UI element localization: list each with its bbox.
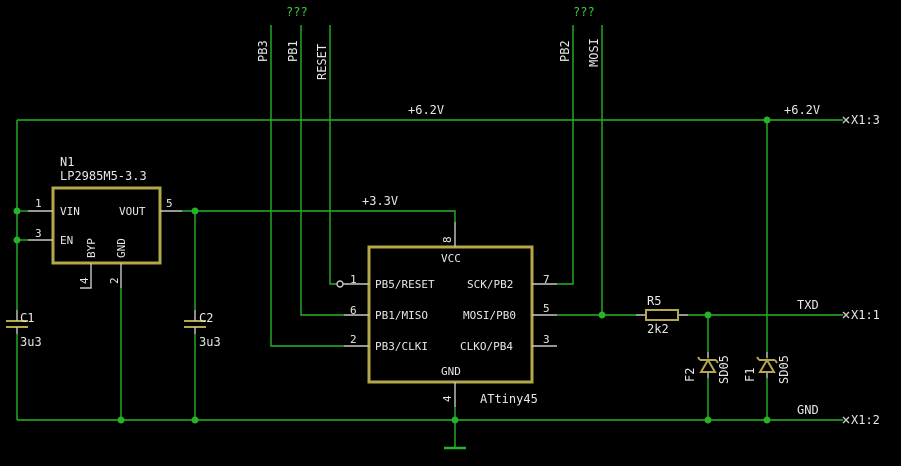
- capacitor-value: 3u3: [20, 335, 42, 349]
- connector-x1-1: X1:1: [842, 308, 880, 322]
- wire-pb1: [300, 25, 344, 316]
- capacitor-value: 3u3: [199, 335, 221, 349]
- junction: [13, 236, 21, 244]
- unknown-mark: ???: [286, 5, 308, 19]
- tvs-diode-symbol: [697, 356, 719, 373]
- pin-name-pb1-miso: PB1/MISO: [375, 309, 428, 322]
- signal-label-pb1: PB1: [286, 40, 300, 62]
- pin-name-clko-pb4: CLKO/PB4: [460, 340, 513, 353]
- pin-name-vcc: VCC: [441, 252, 461, 265]
- signal-label-pb3: PB3: [256, 40, 270, 62]
- net-label-6v2: +6.2V: [408, 103, 444, 117]
- regulator-body: [51, 186, 162, 265]
- resistor-value: 2k2: [647, 322, 669, 336]
- connector-x-mark: [842, 416, 850, 424]
- pin-number-en: 3: [35, 227, 42, 240]
- pin-name-vin: VIN: [60, 205, 80, 218]
- diode-ref: F1: [743, 368, 757, 382]
- resistor-r5: R5 2k2: [636, 294, 688, 336]
- pin-number-gnd: 4: [441, 395, 454, 402]
- capacitor-ref: C2: [199, 311, 213, 325]
- net-label-6v2-right: +6.2V: [784, 103, 820, 117]
- regulator-pins: [28, 210, 182, 289]
- capacitor-c1: C1 3u3: [6, 310, 42, 349]
- junction: [598, 311, 606, 319]
- diode-f1: F1 SD05: [743, 352, 791, 384]
- net-label-gnd: GND: [797, 403, 819, 417]
- pin-number-pb0: 5: [543, 302, 550, 315]
- pin-number-pb5: 1: [350, 273, 357, 286]
- wire-3v3: [182, 210, 456, 222]
- connector-x1-2: X1:2: [842, 413, 880, 427]
- signal-label-pb2: PB2: [558, 40, 572, 62]
- net-label-3v3: +3.3V: [362, 194, 398, 208]
- pin-name-byp: BYP: [85, 238, 98, 258]
- junction: [763, 116, 771, 124]
- connector-x-mark: [842, 311, 850, 319]
- inverted-pin-bubble: [336, 280, 344, 288]
- capacitor-c2: C2 3u3: [184, 310, 221, 349]
- pin-name-pb3-clki: PB3/CLKI: [375, 340, 428, 353]
- connector-label: X1:2: [851, 413, 880, 427]
- tvs-diode-symbol: [756, 356, 778, 373]
- regulator-part: LP2985M5-3.3: [60, 169, 147, 183]
- diode-f2: F2 SD05: [683, 352, 731, 384]
- junction: [451, 416, 459, 424]
- net-label-txd: TXD: [797, 298, 819, 312]
- pin-number-pb4: 3: [543, 333, 550, 346]
- diode-value: SD05: [777, 355, 791, 384]
- diode-value: SD05: [717, 355, 731, 384]
- junction: [763, 416, 771, 424]
- junction: [704, 416, 712, 424]
- wire-pb3: [270, 25, 344, 347]
- signal-label-reset: RESET: [315, 44, 329, 80]
- pin-number-vout: 5: [166, 197, 173, 210]
- pin-number-pb1: 6: [350, 304, 357, 317]
- wire-pb2: [557, 25, 574, 285]
- pin-name-vout: VOUT: [119, 205, 146, 218]
- junction: [13, 207, 21, 215]
- connector-label: X1:3: [851, 113, 880, 127]
- pin-number-vin: 1: [35, 197, 42, 210]
- junctions: [13, 116, 771, 424]
- resistor-ref: R5: [647, 294, 661, 308]
- pin-name-gnd: GND: [115, 238, 128, 258]
- mcu-part: ATtiny45: [480, 392, 538, 406]
- pin-name-pb5-reset: PB5/RESET: [375, 278, 435, 291]
- pin-number-vcc: 8: [441, 236, 454, 243]
- signal-label-mosi: MOSI: [587, 38, 601, 67]
- pin-name-gnd: GND: [441, 365, 461, 378]
- connector-x1-3: X1:3: [842, 113, 880, 127]
- pin-number-pb2: 7: [543, 273, 550, 286]
- junction: [117, 416, 125, 424]
- pin-number-pb3: 2: [350, 333, 357, 346]
- connector-label: X1:1: [851, 308, 880, 322]
- pin-name-en: EN: [60, 234, 73, 247]
- wires: [16, 25, 843, 448]
- unknown-mark: ???: [573, 5, 595, 19]
- resistor-body: [645, 309, 679, 321]
- junction: [191, 207, 199, 215]
- diode-ref: F2: [683, 368, 697, 382]
- pin-number-gnd: 2: [108, 277, 121, 284]
- regulator-n1: N1 LP2985M5-3.3 VIN EN VOUT BYP GND 1 3 …: [28, 155, 182, 289]
- pin-number-byp: 4: [78, 277, 91, 284]
- pin-name-mosi-pb0: MOSI/PB0: [463, 309, 516, 322]
- pin-name-sck-pb2: SCK/PB2: [467, 278, 513, 291]
- mcu-attiny45: VCC GND PB5/RESET PB1/MISO PB3/CLKI SCK/…: [336, 222, 557, 407]
- junction: [704, 311, 712, 319]
- mcu-pins: [343, 222, 557, 407]
- regulator-ref: N1: [60, 155, 74, 169]
- connector-x-mark: [842, 116, 850, 124]
- wire-reset: [329, 25, 337, 285]
- capacitor-ref: C1: [20, 311, 34, 325]
- junction: [191, 416, 199, 424]
